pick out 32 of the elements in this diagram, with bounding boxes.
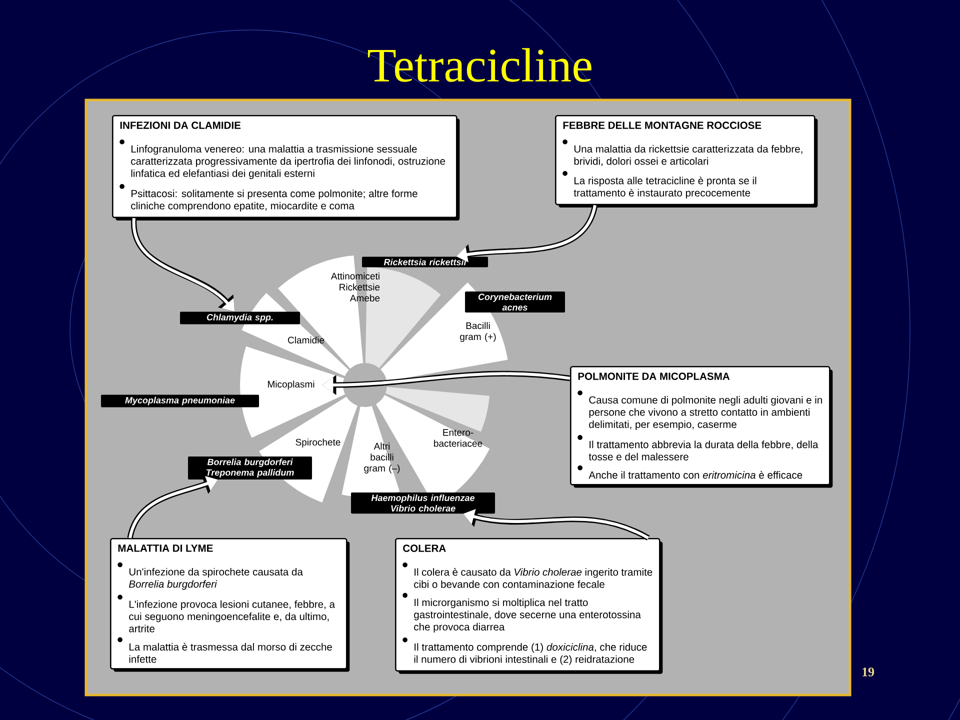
node-label: Micoplasmi xyxy=(268,380,314,390)
bullet-item: La malattia è trasmessa dal morso di zecche infette xyxy=(118,637,332,663)
bullet-item: Causa comune di polmonite negli adulti giovani e in persone che vivono a stretto contatto in ambienti delimitati, per esempio, caserme xyxy=(578,390,822,430)
callout-box xyxy=(112,115,460,220)
node-label: Entero-bacteriacee xyxy=(434,429,482,447)
box-heading: FEBBRE DELLE MONTAGNE ROCCIOSE xyxy=(563,122,762,129)
callout-box xyxy=(110,538,350,672)
box-heading: COLERA xyxy=(403,544,446,552)
bullet-item: La risposta alle tetracicline è pronta se il trattamento è instaurato precocemente xyxy=(562,171,756,199)
bullet-item: L'infezione provoca lesioni cutanee, febbre, a cui seguono meningoencefalite e, da ultimo, artrite xyxy=(118,594,335,632)
bullet-item: Il trattamento comprende (1) doxiciclina, che riduce il numero di vibrioni intestinali e (2) reidratazione xyxy=(402,638,647,665)
node-label: Spirochete xyxy=(296,438,340,448)
bullet-item: Il trattamento abbrevia la durata della febbre, della tosse e del malessere xyxy=(578,435,818,460)
bullet-item: Anche il trattamento con eritromicina è efficace xyxy=(578,465,802,479)
node-label: Clamidie xyxy=(288,336,324,344)
callout-box xyxy=(570,366,833,488)
species-label: Corynebacterium acnes xyxy=(465,291,565,313)
box-heading: MALATTIA DI LYME xyxy=(118,544,213,552)
bullet-item: Il microrganismo si moltiplica nel tratto gastrointestinale, dove secerne una enterotossina che provoca diarrea xyxy=(402,592,641,633)
slide-title: Tetracicline xyxy=(368,48,592,82)
box-heading: INFEZIONI DA CLAMIDIE xyxy=(120,122,241,129)
bullet-item: Un'infezione da spirochete causata da Borrelia burgdorferi xyxy=(118,562,303,590)
callout-box xyxy=(555,115,818,208)
box-heading: POLMONITE DA MICOPLASMA xyxy=(578,372,730,380)
pie-slice: Micoplasmi xyxy=(240,346,346,438)
page-number: 19 xyxy=(862,668,874,676)
callout-box xyxy=(395,538,663,674)
bullet-item: Il colera è causato da Vibrio cholerae ingerito tramite cibi o bevande con contaminazione fecale xyxy=(402,562,652,588)
bullet-item: Psittacosi: solitamente si presenta come polmonite; altre forme cliniche comprendono epatite, miocardite e coma xyxy=(120,184,418,212)
bullet-item: Linfogranuloma venereo: una malattia a trasmissione sessuale caratterizzata progressivamente da ipertrofia dei linfonodi, ostruzione linfatica ed elefantiasi dei genitali esterni xyxy=(120,139,446,180)
bullet-item: Una malattia da rickettsie caratterizzata da febbre, brividi, dolori ossei e articolari xyxy=(562,139,802,166)
species-label: Mycoplasma pneumoniae xyxy=(101,394,259,408)
